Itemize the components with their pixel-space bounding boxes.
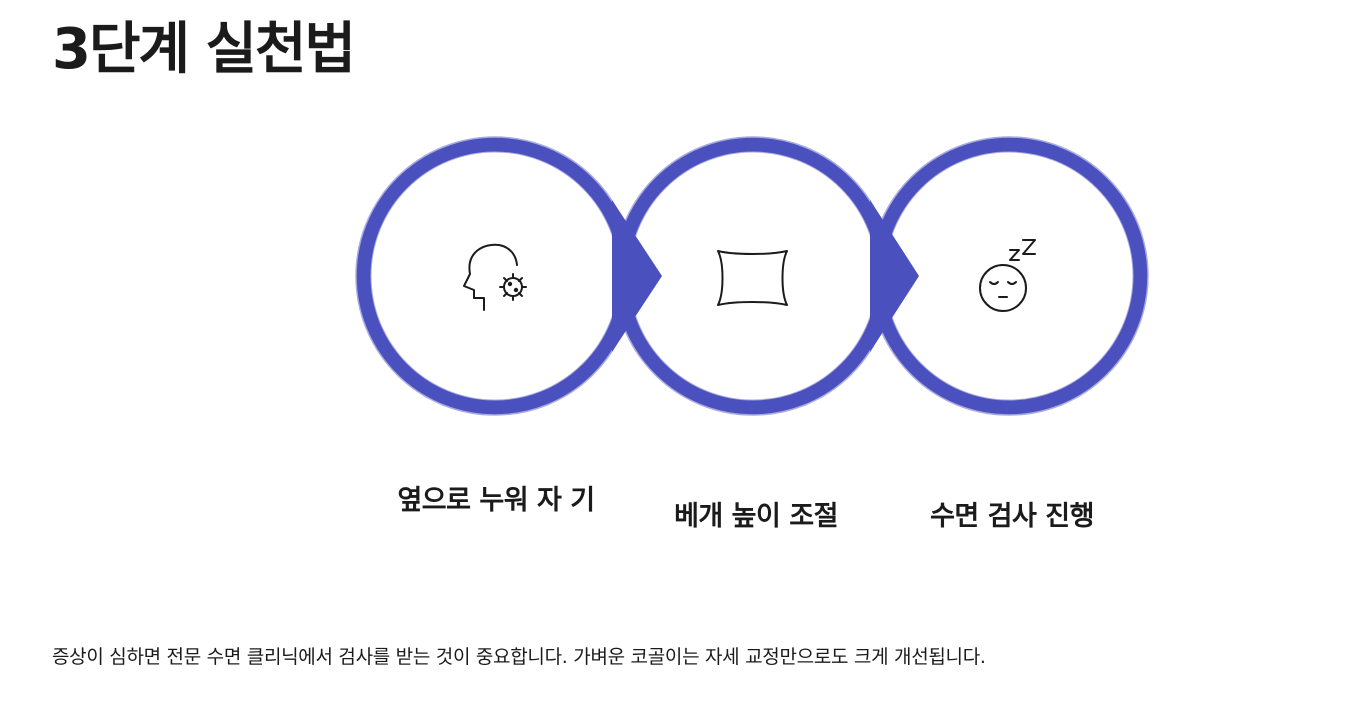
step-label-2: 베개 높이 조절	[674, 501, 838, 532]
step-inner-2	[628, 151, 878, 401]
footer-note: 증상이 심하면 전문 수면 클리닉에서 검사를 받는 것이 중요합니다. 가벼운…	[52, 646, 986, 668]
sleeping-face-icon	[979, 239, 1036, 312]
page-title: 3단계 실천법	[52, 17, 356, 82]
step-label-3: 수면 검사 진행	[930, 501, 1094, 532]
step-inner-1	[370, 151, 620, 401]
step-inner-3	[884, 151, 1134, 401]
arrow-connector-1	[612, 200, 662, 352]
step-label-1: 옆으로 누워 자 기	[397, 485, 595, 516]
pillow-icon	[717, 250, 788, 306]
arrow-connector-2	[870, 200, 919, 352]
head-virus-icon	[463, 243, 527, 311]
